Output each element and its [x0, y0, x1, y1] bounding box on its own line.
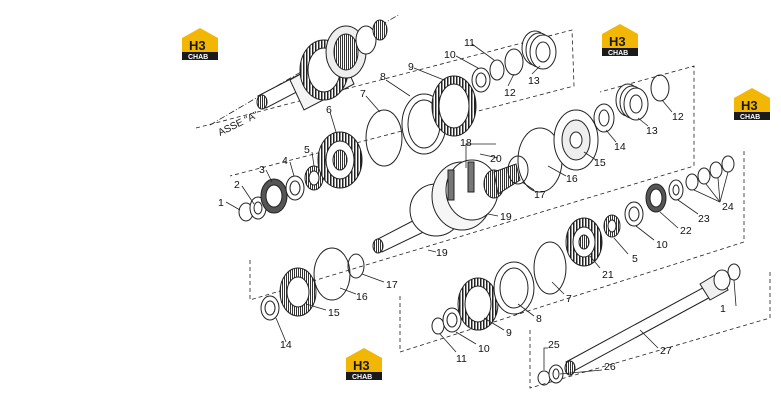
house-roof-icon [346, 348, 382, 372]
washer-10-lower [442, 307, 462, 333]
seal-25 [537, 370, 551, 386]
washer-26 [548, 364, 564, 384]
callout-13: 13 [528, 75, 540, 87]
needle-bearing-5-lower [603, 214, 621, 238]
callout-14: 14 [614, 141, 626, 153]
callout-1: 1 [218, 197, 224, 209]
callout-2: 2 [234, 179, 240, 191]
callout-24: 24 [722, 201, 734, 213]
callout-21: 21 [602, 269, 614, 281]
callout-23: 23 [698, 213, 710, 225]
clutch-disc-9-top [431, 75, 477, 137]
brand-logo: H3 CHAB [602, 24, 638, 57]
bearing-3 [260, 178, 288, 214]
gear-21 [565, 217, 603, 267]
assembly-outline-top [195, 29, 575, 177]
ring-7-lower [533, 241, 567, 295]
bearing-22 [645, 183, 667, 213]
callout-17: 17 [534, 189, 546, 201]
callout-14-lower: 14 [280, 339, 292, 351]
callout-8: 8 [380, 71, 386, 83]
brand-logo: H3 CHAB [346, 348, 382, 381]
callout-10-right: 10 [656, 239, 668, 251]
ring-16-lower [313, 247, 351, 301]
washer-23 [668, 179, 684, 201]
retainer-14-middle [593, 103, 615, 133]
callout-15: 15 [594, 157, 606, 169]
leader-lines [225, 43, 737, 375]
piston-15-lower [279, 267, 317, 317]
shim-12-middle [650, 74, 670, 102]
callout-10: 10 [444, 49, 456, 61]
logo-mark: H3 [741, 98, 758, 113]
shaft-assembly-top [256, 19, 388, 111]
callout-22: 22 [680, 225, 692, 237]
callout-12: 12 [504, 87, 516, 99]
callout-8-lower: 8 [536, 313, 542, 325]
house-roof-icon [602, 24, 638, 48]
piston-15-middle [553, 109, 599, 171]
callout-16-lower: 16 [356, 291, 368, 303]
callout-labels: 1 2 3 4 5 6 7 8 9 10 11 12 13 12 13 14 1… [218, 37, 734, 373]
brand-logo: H3 CHAB [734, 88, 770, 121]
callout-17-lower: 17 [386, 279, 398, 291]
gear-6 [317, 131, 363, 189]
shim-12-top [504, 48, 524, 76]
callout-7-lower: 7 [566, 293, 572, 305]
callout-19: 19 [500, 211, 512, 223]
callout-20: 20 [490, 153, 502, 165]
callout-1-right: 1 [720, 303, 726, 315]
logo-name: CHAB [608, 50, 628, 57]
long-shaft-27 [564, 269, 731, 376]
assembly-outline-lower [399, 148, 745, 353]
o-rings-24 [685, 155, 735, 191]
snap-ring-11-top [489, 59, 505, 81]
clutch-plate-8-lower [493, 261, 535, 315]
washer-10-top [471, 67, 491, 93]
callout-25: 25 [548, 339, 560, 351]
callout-9: 9 [408, 61, 414, 73]
callout-7: 7 [360, 88, 366, 100]
callout-10-lower: 10 [478, 343, 490, 355]
house-roof-icon [182, 28, 218, 52]
callout-9-lower: 9 [506, 327, 512, 339]
callout-5: 5 [304, 144, 310, 156]
brand-logo: H3 CHAB [182, 28, 218, 61]
spring-13-top [521, 30, 557, 70]
snap-ring-11-lower [431, 317, 445, 335]
callout-27: 27 [660, 345, 672, 357]
callout-19-lower: 19 [436, 247, 448, 259]
callout-13-right: 13 [646, 125, 658, 137]
callout-5-lower: 5 [632, 253, 638, 265]
logo-name: CHAB [352, 374, 372, 381]
callout-12-right: 12 [672, 111, 684, 123]
callout-15-lower: 15 [328, 307, 340, 319]
callout-16: 16 [566, 173, 578, 185]
callout-18: 18 [460, 137, 472, 149]
assembly-outline-shaft [529, 270, 771, 389]
logo-mark: H3 [353, 358, 370, 373]
ring-17-lower [347, 253, 365, 279]
callout-11: 11 [464, 37, 475, 49]
clutch-disc-9-lower [457, 277, 499, 331]
clutch-drum-assembly [372, 159, 521, 254]
bushing-4 [285, 175, 305, 201]
callout-26: 26 [604, 361, 616, 373]
axis-label: ASSE "A" [216, 110, 260, 139]
logo-name: CHAB [188, 54, 208, 61]
washer-10-right [624, 201, 644, 227]
house-roof-icon [734, 88, 770, 112]
logo-mark: H3 [189, 38, 206, 53]
logo-mark: H3 [609, 34, 626, 49]
snap-ring-1-right [727, 263, 741, 281]
callout-11-lower: 11 [456, 353, 467, 365]
callout-6: 6 [326, 104, 332, 116]
callout-4: 4 [282, 155, 288, 167]
retainer-14-lower [260, 295, 280, 321]
spring-13-middle [615, 83, 649, 121]
callout-3: 3 [259, 164, 265, 176]
ring-7-top [365, 109, 403, 167]
logo-name: CHAB [740, 114, 760, 121]
